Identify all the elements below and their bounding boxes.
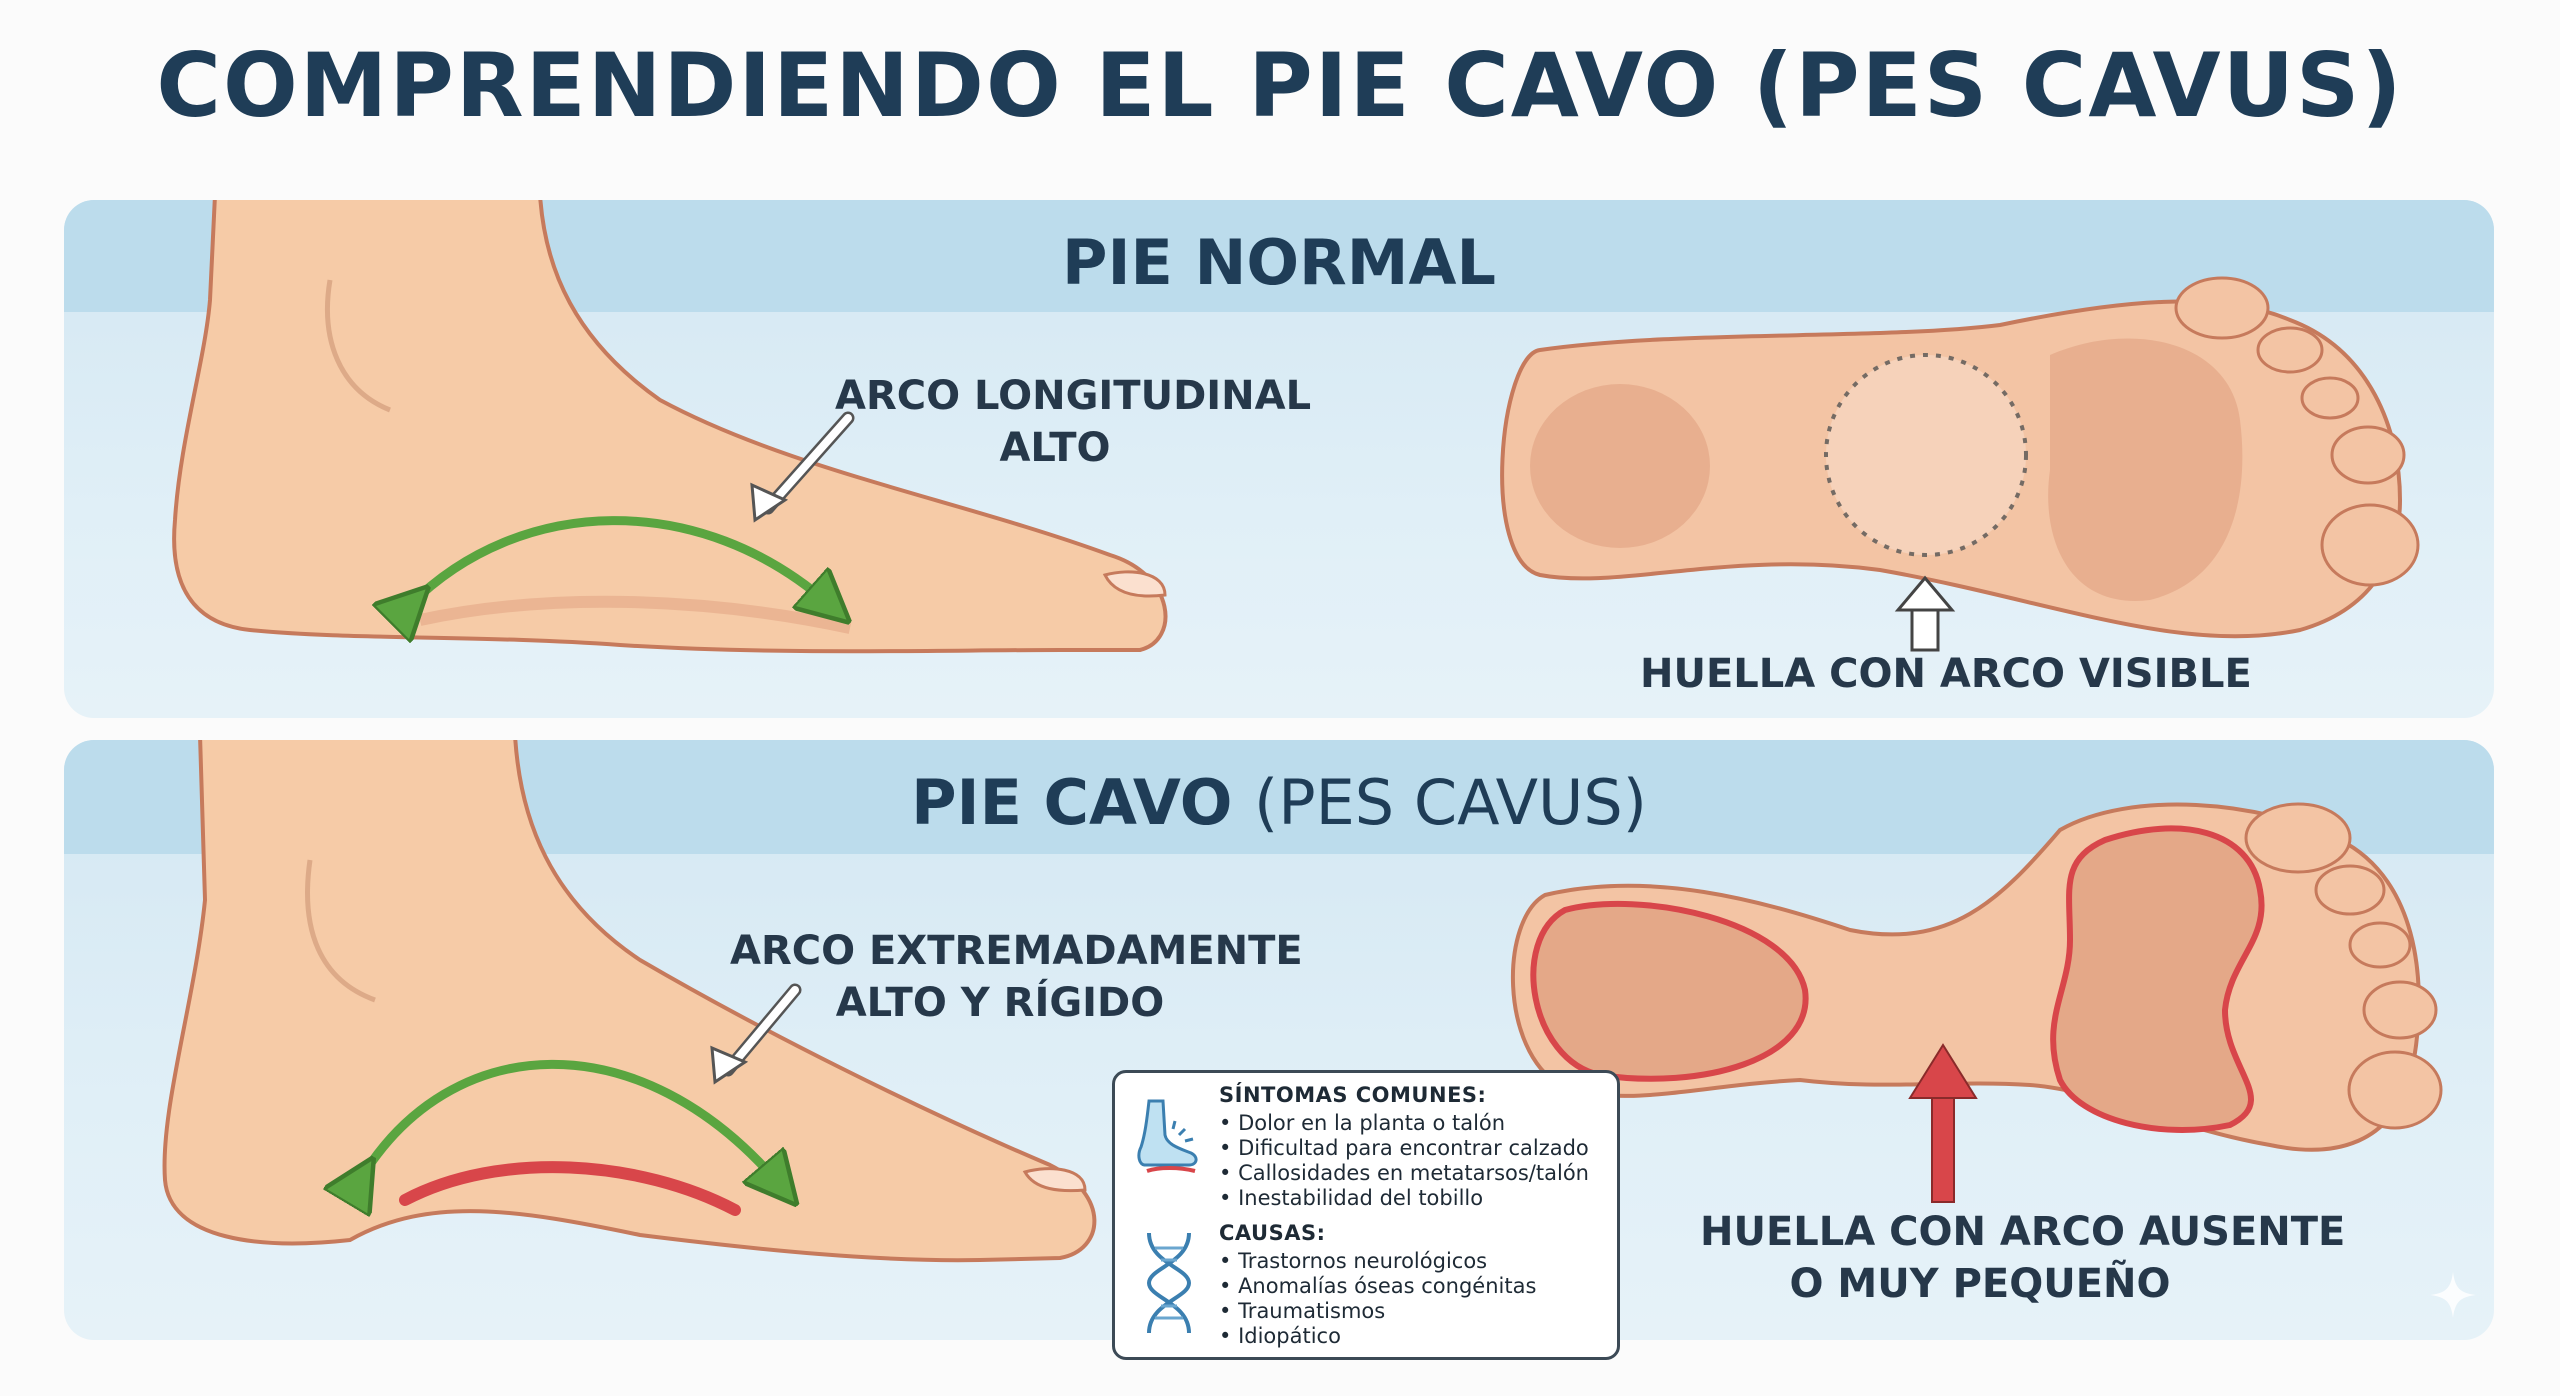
symptom-item: Dolor en la planta o talón xyxy=(1219,1111,1589,1136)
cavus-arch-label-line-2: ALTO Y RÍGIDO xyxy=(835,980,1165,1026)
cause-item: Idiopático xyxy=(1219,1324,1536,1349)
cavus-arch-label-line-1: ARCO EXTREMADAMENTE xyxy=(730,928,1303,974)
toe-3 xyxy=(2300,376,2360,420)
dna-icon xyxy=(1146,1232,1192,1334)
toe-4 xyxy=(2330,425,2406,485)
cavus-toenail xyxy=(1022,1167,1087,1193)
cause-item: Trastornos neurológicos xyxy=(1219,1249,1536,1274)
symptom-item: Inestabilidad del tobillo xyxy=(1219,1186,1589,1211)
cavus-toe-1 xyxy=(2244,802,2352,874)
causes-list: Trastornos neurológicos Anomalías óseas … xyxy=(1219,1249,1536,1349)
cavus-footprint-arrow-shaft xyxy=(1931,1091,1955,1203)
normal-foot-shape xyxy=(172,200,1168,654)
cavus-footprint xyxy=(1511,802,2443,1152)
cavus-foot-heading: PIE CAVO (PES CAVUS) xyxy=(64,766,2494,839)
causes-title: CAUSAS: xyxy=(1219,1221,1326,1245)
ankle-bone-shade xyxy=(325,279,391,413)
cavus-arch-arrow xyxy=(360,1059,780,1185)
toenail xyxy=(1102,570,1167,598)
normal-heel-pad xyxy=(1530,384,1710,548)
cavus-heading-bold: PIE CAVO xyxy=(911,766,1233,839)
cavus-toe-5 xyxy=(2347,1050,2443,1130)
normal-pointer-head xyxy=(750,482,789,523)
cavus-arch-label: ARCO EXTREMADAMENTE ALTO Y RÍGIDO xyxy=(730,925,1303,1029)
foot-pain-icon xyxy=(1137,1099,1198,1173)
cavus-heel-pad xyxy=(1530,900,1809,1082)
cavus-pointer-head xyxy=(710,1045,749,1085)
toe-1 xyxy=(2174,276,2270,340)
normal-ball-pad xyxy=(2048,338,2243,601)
normal-arch-label: ARCO LONGITUDINAL ALTO xyxy=(835,370,1312,474)
cavus-footprint-arrow-head xyxy=(1908,1043,1978,1099)
normal-arch-arrow xyxy=(410,516,830,605)
normal-footprint-arrow-head xyxy=(1894,575,1956,612)
cavus-toe-3 xyxy=(2348,921,2412,969)
symptom-item: Dificultad para encontrar calzado xyxy=(1219,1136,1589,1161)
normal-arch-label-line-1: ARCO LONGITUDINAL xyxy=(835,373,1312,419)
cavus-footprint-label: HUELLA CON ARCO AUSENTE O MUY PEQUEÑO xyxy=(1700,1206,2346,1310)
cause-item: Traumatismos xyxy=(1219,1299,1536,1324)
cavus-heading-light: (PES CAVUS) xyxy=(1254,766,1647,839)
cavus-pointer-arrow xyxy=(724,986,799,1074)
cavus-toe-4 xyxy=(2362,980,2438,1040)
toe-5 xyxy=(2320,503,2420,587)
normal-footprint xyxy=(1500,276,2420,639)
normal-pointer-arrow xyxy=(764,414,852,512)
normal-foot-heading: PIE NORMAL xyxy=(1062,226,1496,299)
normal-arch-circle xyxy=(1824,353,2028,557)
cavus-footprint-label-line-1: HUELLA CON ARCO AUSENTE xyxy=(1700,1209,2346,1255)
cavus-ankle-shade xyxy=(305,859,376,1003)
toe-2 xyxy=(2256,326,2324,374)
symptoms-title: SÍNTOMAS COMUNES: xyxy=(1219,1083,1487,1107)
normal-footprint-label: HUELLA CON ARCO VISIBLE xyxy=(1640,651,2252,697)
normal-arch-label-line-2: ALTO xyxy=(999,425,1111,471)
cavus-footprint-label-line-2: O MUY PEQUEÑO xyxy=(1789,1261,2171,1307)
cause-item: Anomalías óseas congénitas xyxy=(1219,1274,1536,1299)
symptom-item: Callosidades en metatarsos/talón xyxy=(1219,1161,1589,1186)
page-title: COMPRENDIENDO EL PIE CAVO (PES CAVUS) xyxy=(156,34,2404,137)
normal-footprint-arrow-shaft xyxy=(1910,603,1940,652)
sparkle-icon xyxy=(2430,1272,2476,1318)
symptoms-list: Dolor en la planta o talón Dificultad pa… xyxy=(1219,1111,1589,1211)
info-box: SÍNTOMAS COMUNES: Dolor en la planta o t… xyxy=(1112,1070,1620,1360)
cavus-toe-2 xyxy=(2314,864,2386,916)
cavus-ball-pad xyxy=(2050,825,2265,1133)
